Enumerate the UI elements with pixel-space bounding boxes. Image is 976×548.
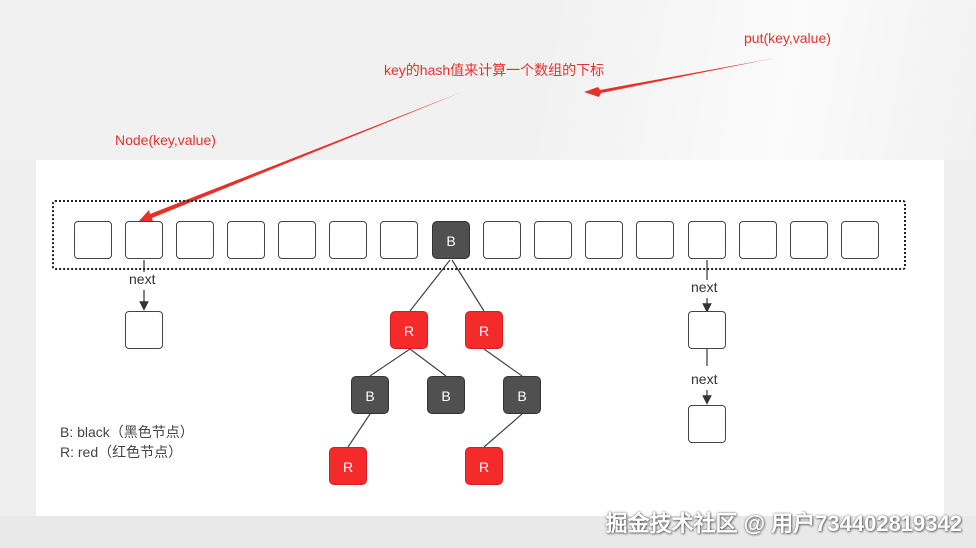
watermark: 掘金技术社区 @ 用户734402819342 [605,511,962,536]
put-arrow [584,58,775,97]
bucket-cell [278,221,316,259]
top-highlight [0,0,976,160]
tree-red-node: R [465,447,503,485]
bucket-cell [841,221,879,259]
bucket-cell [227,221,265,259]
bucket-array [52,200,906,270]
hash-arrow [138,92,462,222]
node-label: Node(key,value) [115,132,216,148]
bucket-cell [176,221,214,259]
bucket-cell [636,221,674,259]
bucket-cell [688,221,726,259]
bucket-cell [483,221,521,259]
tree-black-node: B [427,376,465,414]
put-label: put(key,value) [744,30,831,46]
list-node [688,405,726,443]
list-node [125,311,163,349]
bucket-cell [790,221,828,259]
legend-red: R: red（红色节点） [60,444,183,460]
tree-red-node: R [329,447,367,485]
tree-root-black-node: B [432,221,470,259]
bucket-cell [739,221,777,259]
hash-index-label: key的hash值来计算一个数组的下标 [384,62,605,78]
tree-red-node: R [390,311,428,349]
tree-edges [347,259,523,448]
bucket-cell [329,221,367,259]
bottom-background [0,516,976,548]
next-label: next [691,371,718,387]
bucket-cell [534,221,572,259]
bucket-cell [125,221,163,259]
list-node [688,311,726,349]
next-label: next [129,271,156,287]
bucket-cell [380,221,418,259]
next-label: next [691,279,718,295]
bucket-cell [585,221,623,259]
bucket-cell [74,221,112,259]
tree-black-node: B [503,376,541,414]
tree-black-node: B [351,376,389,414]
tree-red-node: R [465,311,503,349]
legend-black: B: black（黑色节点） [60,424,194,440]
